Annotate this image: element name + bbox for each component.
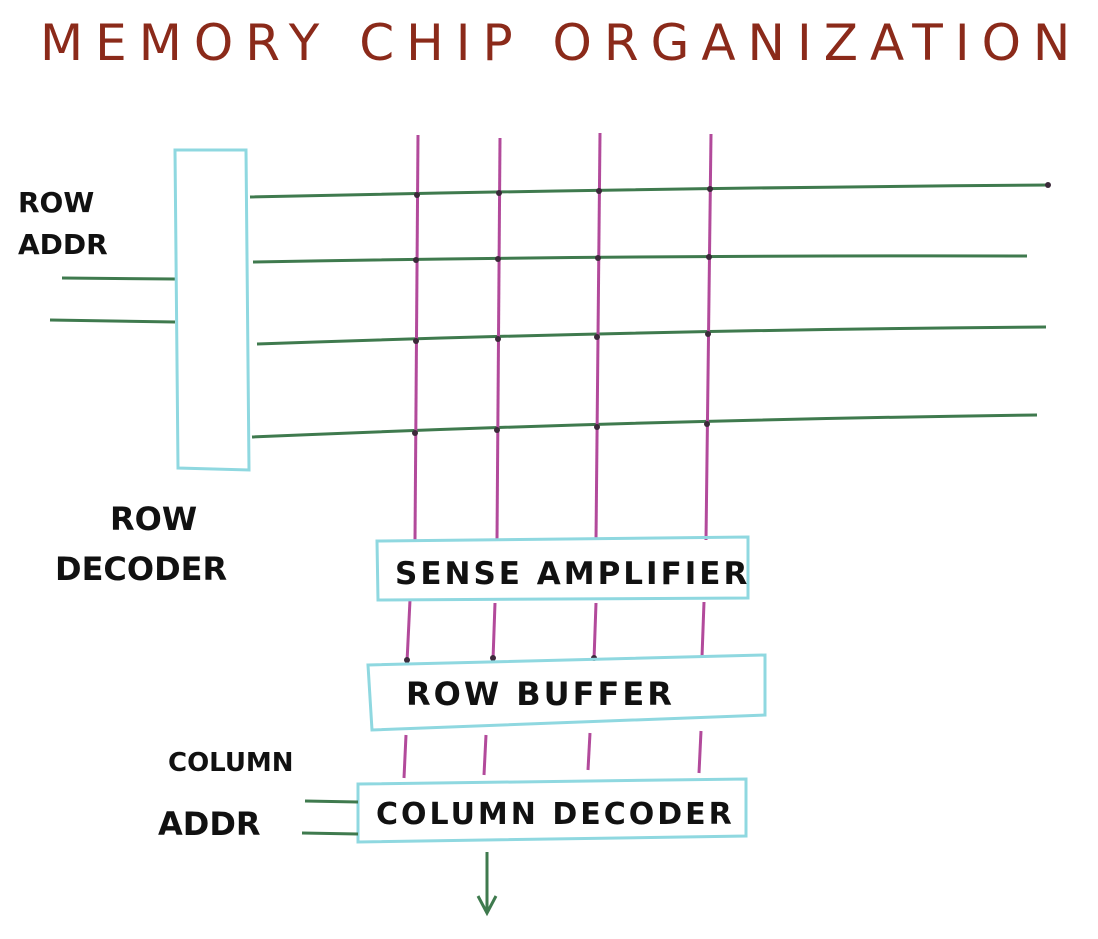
diagram-title: MEMORY CHIP ORGANIZATION [40,14,1083,72]
row-decoder-label-line2: DECODER [55,550,228,588]
output-arrow [476,852,498,917]
row-buffer-label: ROW BUFFER [406,675,675,713]
sense-amplifier-box [375,535,750,602]
row-buffer-box [366,653,767,732]
row-addr-label-line1: ROW [18,186,95,219]
column-decoder-box [356,777,748,844]
row-address-lines [49,276,176,324]
column-addr-label-line2: ADDR [158,805,261,843]
cell-dots [404,182,1051,663]
column-decoder-label: COLUMN DECODER [376,797,735,832]
word-line-4 [251,413,1038,439]
word-line-1 [249,183,1051,199]
word-lines [249,183,1051,439]
column-address-lines [301,799,359,836]
bit-line-4 [704,133,713,541]
row-addr-label-line2: ADDR [18,228,108,261]
row-decoder-label-line1: ROW [110,500,198,538]
column-addr-label-line1: COLUMN [168,748,294,778]
row-decoder-box [173,148,251,472]
word-line-3 [256,325,1047,346]
word-line-2 [252,254,1028,264]
sense-amplifier-label: SENSE AMPLIFIER [395,556,751,592]
bit-line-1 [413,134,420,541]
